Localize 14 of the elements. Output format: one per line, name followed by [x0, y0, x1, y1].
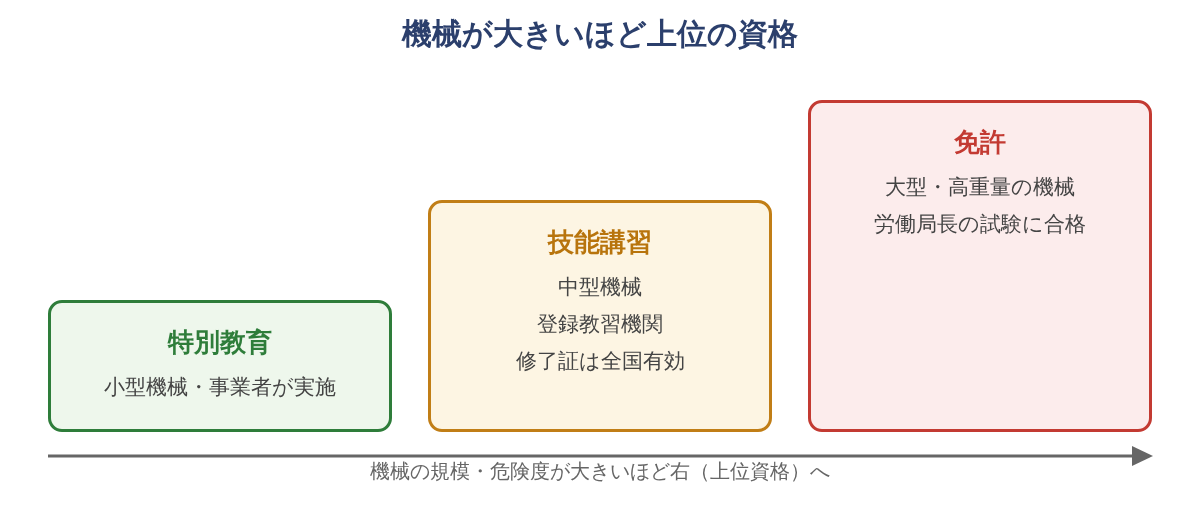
title: 機械が大きいほど上位の資格	[400, 15, 799, 53]
box-text: 中型機械	[557, 274, 643, 301]
box-heading: 技能講習	[546, 226, 653, 259]
level-box	[428, 200, 772, 432]
level-box	[808, 100, 1152, 432]
box-heading: 免許	[953, 126, 1007, 159]
level-box	[48, 300, 392, 432]
box-text: 登録教習機関	[536, 311, 664, 338]
axis-label: 機械の規模・危険度が大きいほど右（上位資格）へ	[369, 458, 831, 485]
box-text: 小型機械・事業者が実施	[103, 374, 337, 401]
box-text: 修了証は全国有効	[514, 348, 686, 375]
box-heading: 特別教育	[166, 326, 273, 359]
box-text: 労働局長の試験に合格	[873, 211, 1087, 238]
box-text: 大型・高重量の機械	[884, 174, 1076, 201]
